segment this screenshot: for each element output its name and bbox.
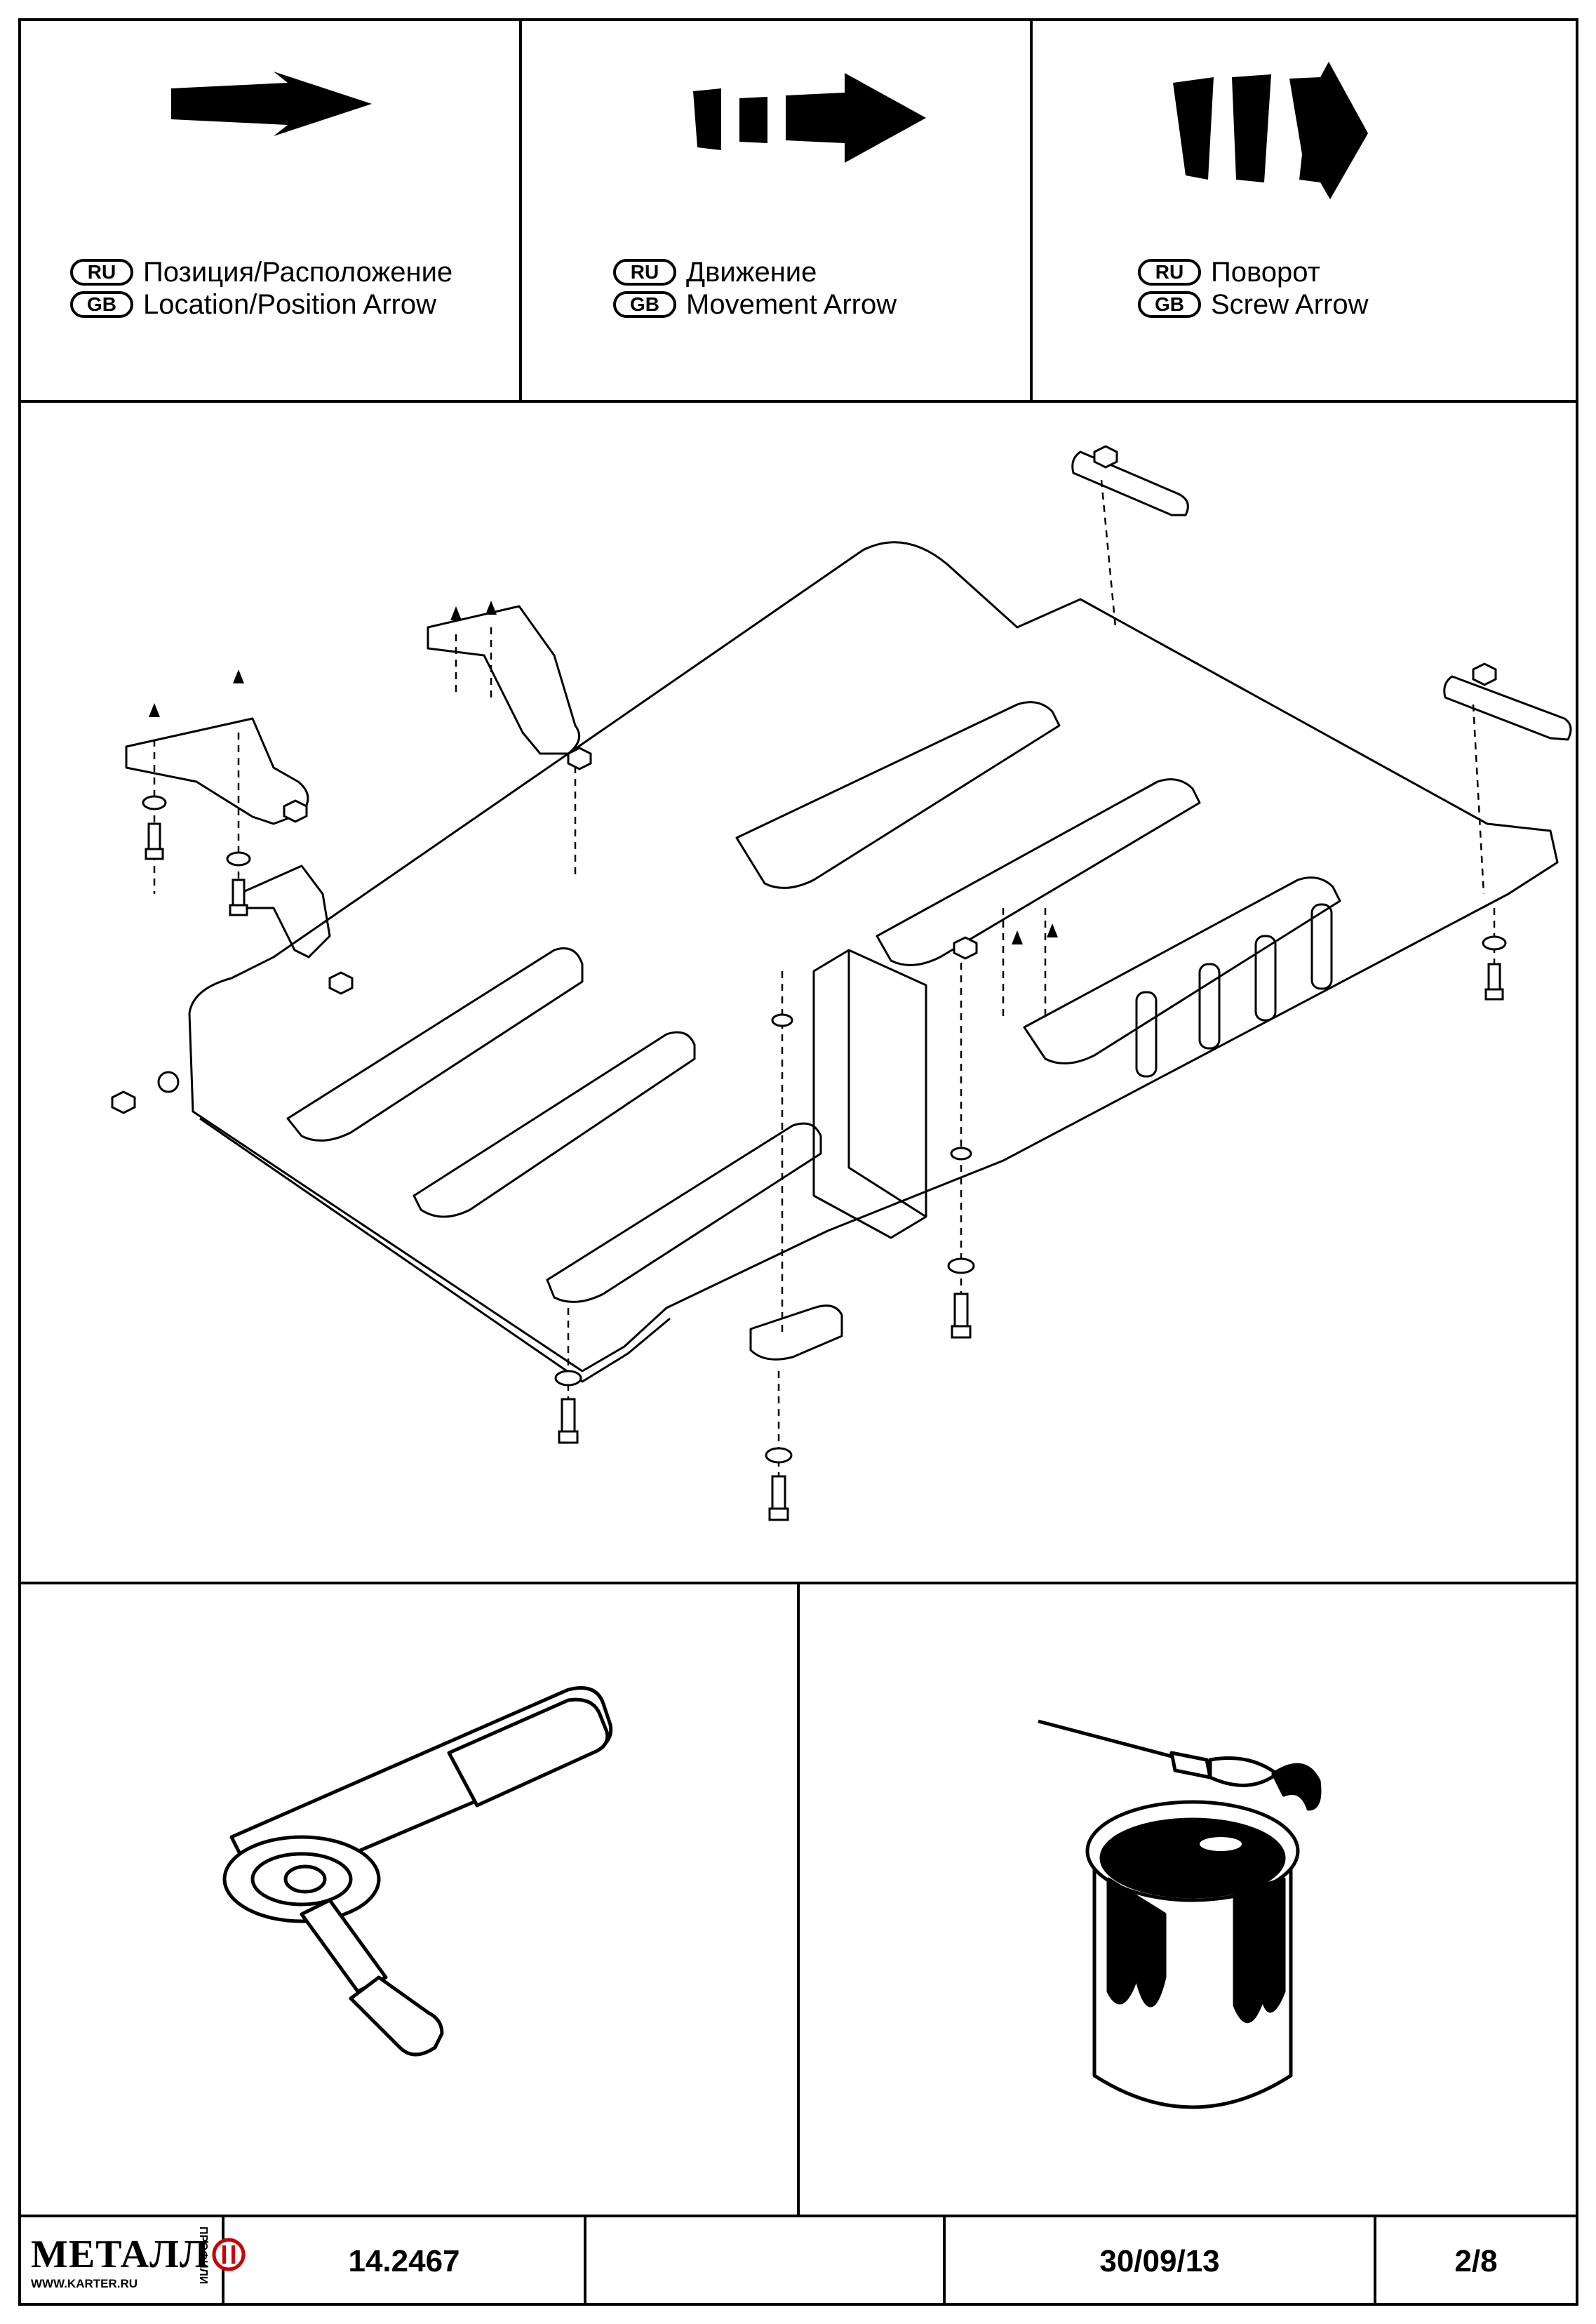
mounting-bracket	[427, 605, 581, 755]
skid-plate	[188, 541, 1559, 1373]
footer-separator-3	[943, 2215, 946, 2306]
tools-separator	[797, 1582, 800, 2217]
washer	[771, 1013, 793, 1027]
bolt	[232, 879, 246, 909]
logo-vertical-text: ПРОФИЛИ	[197, 2226, 209, 2285]
clip	[1443, 675, 1572, 741]
gb-label: Movement Arrow	[686, 288, 897, 320]
ru-label: Позиция/Расположение	[143, 256, 453, 288]
nut	[328, 971, 354, 995]
gb-label: Screw Arrow	[1211, 288, 1369, 320]
footer-logo: МЕТАЛЛ ПРОФИЛИ WWW.KARTER.RU	[21, 2217, 246, 2306]
page-number: 2/8	[1454, 2244, 1498, 2278]
legend-separator-1	[519, 18, 522, 403]
legend-movement-text: RU Движение GB Movement Arrow	[613, 256, 897, 321]
gb-badge: GB	[613, 291, 676, 318]
legend-location: RU Позиция/Расположение GB Location/Positi…	[21, 21, 519, 400]
location-arrow-icon	[171, 72, 372, 136]
nut	[567, 747, 592, 770]
assembly-diagram	[111, 445, 1572, 1521]
nut	[1093, 445, 1118, 469]
movement-arrow-icon	[693, 73, 926, 163]
washer	[554, 1370, 582, 1387]
gb-badge: GB	[1138, 291, 1201, 318]
bolt	[561, 1398, 576, 1436]
ru-badge: RU	[613, 259, 676, 286]
drawing-frame	[18, 18, 1578, 2306]
part-number: 14.2467	[348, 2244, 460, 2278]
logo-emblem-icon	[212, 2238, 246, 2271]
logo-text: МЕТАЛЛ	[31, 2233, 210, 2276]
legend-movement: RU Движение GB Movement Arrow	[522, 21, 1030, 400]
bolt	[1487, 963, 1501, 994]
bolt	[147, 822, 161, 853]
washer	[1482, 935, 1507, 951]
clip	[1071, 450, 1189, 516]
legend-separator-2	[1030, 18, 1033, 403]
washer	[226, 851, 251, 867]
mounting-bracket	[812, 949, 927, 1239]
bolt	[953, 1293, 969, 1330]
legend-location-text: RU Позиция/Расположение GB Location/Positi…	[70, 256, 452, 321]
date: 30/09/13	[1099, 2244, 1220, 2278]
footer-blank-cell	[586, 2217, 943, 2306]
nut	[1472, 662, 1497, 686]
footer-separator-4	[1374, 2215, 1376, 2306]
legend-screw: RU Поворот GB Screw Arrow	[1033, 21, 1577, 400]
mounting-bracket	[237, 864, 331, 959]
footer-separator-2	[584, 2215, 586, 2306]
paint-brush-can-icon	[1038, 1719, 1322, 2109]
ru-label: Движение	[686, 256, 817, 288]
nut	[111, 1090, 136, 1114]
gb-badge: GB	[70, 291, 133, 318]
logo-url: WWW.KARTER.RU	[31, 2277, 138, 2290]
ru-label: Поворот	[1211, 256, 1320, 288]
gb-label: Location/Position Arrow	[143, 288, 437, 320]
legend-screw-text: RU Поворот GB Screw Arrow	[1138, 256, 1369, 321]
washer	[765, 1447, 793, 1464]
washer	[142, 795, 167, 810]
nut	[283, 799, 308, 823]
nut	[953, 936, 978, 960]
ratchet-wrench-icon	[222, 1686, 613, 2057]
mounting-bracket	[125, 717, 309, 825]
bolt	[771, 1475, 786, 1513]
ru-badge: RU	[70, 259, 133, 286]
washer	[950, 1147, 972, 1161]
screw-arrow-icon	[1173, 62, 1368, 199]
ru-badge: RU	[1138, 259, 1201, 286]
legend-divider	[18, 400, 1578, 403]
washer	[947, 1257, 975, 1274]
